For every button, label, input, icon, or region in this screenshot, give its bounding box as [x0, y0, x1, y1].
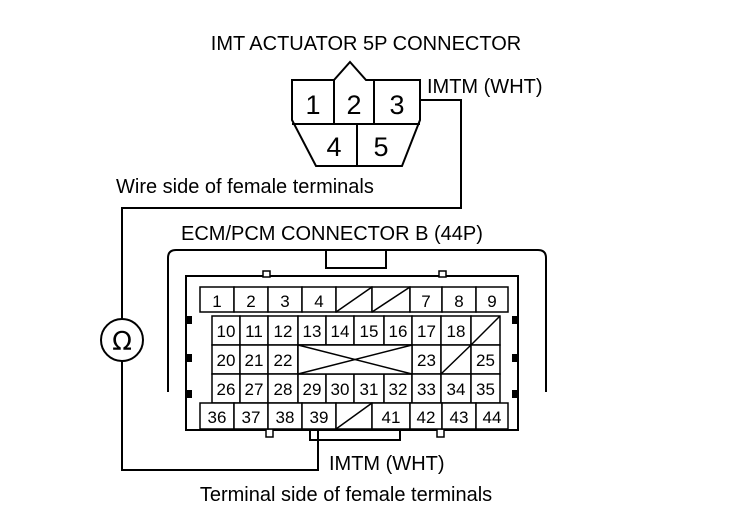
wire-imtm-bottom — [121, 360, 319, 471]
ecm-pin-r4-c10: 35 — [476, 380, 495, 399]
ecm-pin-r1-c7: 7 — [421, 292, 430, 311]
ecm-bottom-key — [309, 430, 401, 441]
ecm-pin-r2-c2: 11 — [245, 322, 263, 341]
ecm-pin-r5-c6: 41 — [382, 408, 401, 427]
imt-actuator-connector: 1 2 3 4 5 — [291, 60, 421, 167]
ecm-pin-r1-c1: 1 — [212, 292, 221, 311]
imtm-top-label: IMTM (WHT) — [427, 76, 543, 98]
imt-pin-4: 4 — [326, 132, 341, 162]
ecm-pin-r5-c9: 44 — [483, 408, 502, 427]
imtm-bottom-label: IMTM (WHT) — [329, 453, 445, 475]
ecm-pin-r5-c2: 37 — [242, 408, 261, 427]
ecm-pin-r1-c8: 8 — [454, 292, 463, 311]
ecm-pin-r2-c1: 10 — [217, 322, 236, 341]
wire-side-label: Wire side of female terminals — [116, 176, 374, 198]
ecm-pin-r5-c4: 39 — [310, 408, 329, 427]
ecm-pin-r1-c2: 2 — [246, 292, 255, 311]
ecm-pin-r2-c6: 15 — [360, 322, 379, 341]
ecm-pin-r5-c1: 36 — [208, 408, 227, 427]
wire-imtm-top — [121, 99, 462, 320]
imt-pin-2: 2 — [346, 90, 361, 120]
ecm-pin-r2-c7: 16 — [389, 322, 408, 341]
ecm-pin-r3-c8: 23 — [417, 351, 436, 370]
ecm-pin-r4-c1: 26 — [217, 380, 236, 399]
ecm-pin-r3-c2: 21 — [245, 351, 264, 370]
ecm-pin-r2-c9: 18 — [447, 322, 466, 341]
ecm-pin-r1-c4: 4 — [314, 292, 323, 311]
ohmmeter: Ω — [100, 318, 144, 362]
ecm-pin-r4-c6: 31 — [360, 380, 379, 399]
ecm-pin-r3-c3: 22 — [274, 351, 293, 370]
ecm-pin-r1-c9: 9 — [487, 292, 496, 311]
imt-pin-5: 5 — [373, 132, 388, 162]
ecm-hood — [167, 249, 547, 392]
ecm-pin-r3-c1: 20 — [217, 351, 236, 370]
ecm-pin-r2-c8: 17 — [417, 322, 436, 341]
ecm-pin-r4-c4: 29 — [303, 380, 322, 399]
imt-pin-3: 3 — [389, 90, 404, 120]
ecm-pin-r4-c2: 27 — [245, 380, 264, 399]
ecm-pin-r2-c5: 14 — [331, 322, 350, 341]
ecm-body — [185, 275, 519, 431]
ecm-pin-r4-c3: 28 — [274, 380, 293, 399]
ecm-pin-r5-c8: 43 — [450, 408, 469, 427]
ecm-pin-r3-c10: 25 — [476, 351, 495, 370]
ecm-pin-r5-c7: 42 — [417, 408, 436, 427]
ohm-icon: Ω — [112, 327, 132, 357]
ecm-pin-r2-c4: 13 — [303, 322, 322, 341]
ohmmeter-circle — [100, 318, 144, 362]
ecm-connector-title: ECM/PCM CONNECTOR B (44P) — [181, 223, 483, 245]
ecm-pin-r4-c9: 34 — [447, 380, 466, 399]
ecm-pin-r4-c5: 30 — [331, 380, 350, 399]
ecm-pin-r5-c3: 38 — [276, 408, 295, 427]
ecm-pin-r4-c7: 32 — [389, 380, 408, 399]
ecm-pin-r1-c3: 3 — [280, 292, 289, 311]
imt-connector-title: IMT ACTUATOR 5P CONNECTOR — [211, 33, 521, 55]
ecm-latch — [325, 250, 387, 269]
ecm-pin-r4-c8: 33 — [417, 380, 436, 399]
terminal-side-label: Terminal side of female terminals — [200, 484, 492, 506]
ecm-pin-r2-c3: 12 — [274, 322, 293, 341]
imt-pin-1: 1 — [305, 90, 320, 120]
